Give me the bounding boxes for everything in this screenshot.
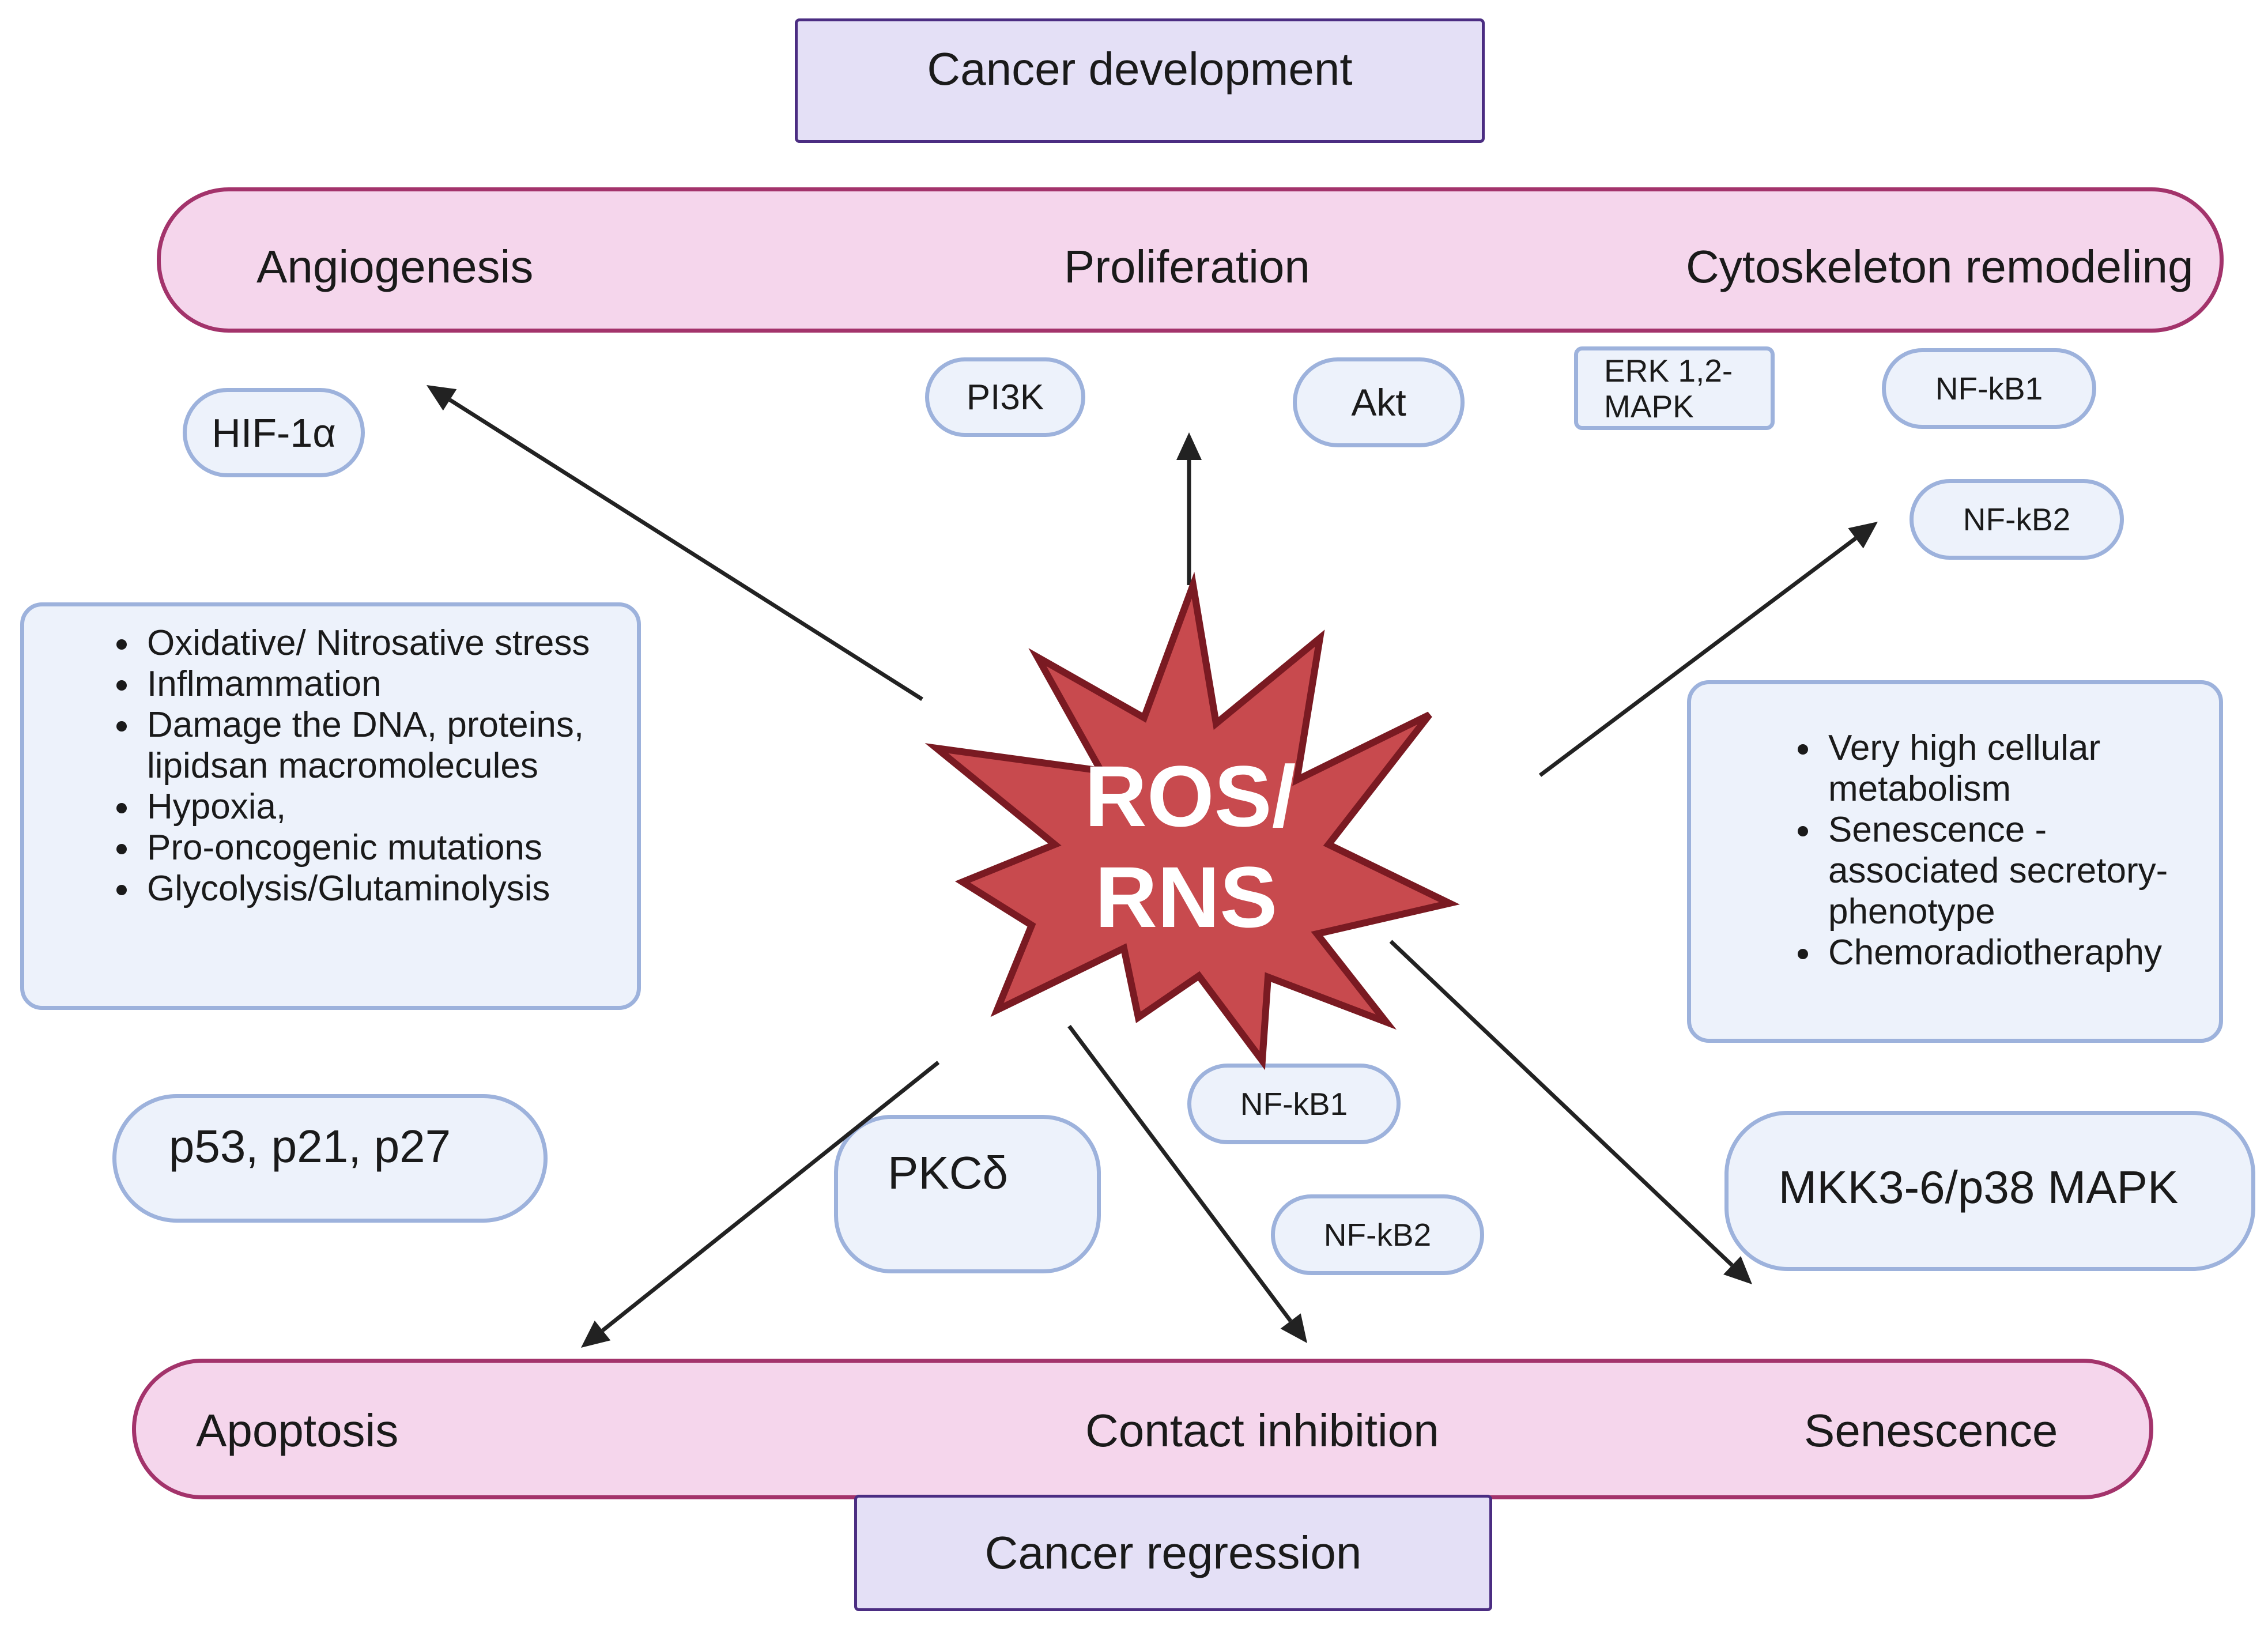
p53-label: p53, p21, p27 (168, 1121, 451, 1172)
angiogenesis-label: Angiogenesis (256, 241, 534, 292)
arrow-to-contact-inhibition-line (1067, 1024, 1292, 1322)
nfkb2-top-label: NF-kB2 (1963, 502, 2071, 537)
ros-label: ROS/ (1085, 748, 1296, 844)
nfkb2-top-pill: NF-kB2 (1910, 479, 2124, 560)
list-item: Senescence - associated secretory-phenot… (1822, 809, 2179, 932)
nfkb1-top-pill: NF-kB1 (1882, 348, 2096, 429)
arrow-to-angiogenesis-head (427, 385, 457, 411)
left-factors-box: Oxidative/ Nitrosative stress Inflmammat… (20, 602, 641, 1010)
list-item: Glycolysis/Glutaminolysis (141, 868, 637, 909)
erk-mapk-box: ERK 1,2- MAPK (1574, 346, 1775, 430)
arrow-to-apoptosis-head (581, 1320, 611, 1348)
apoptosis-label: Apoptosis (196, 1405, 399, 1456)
cancer-regression-label: Cancer regression (984, 1527, 1362, 1578)
cancer-development-box: Cancer development (795, 18, 1485, 143)
pi3k-label: PI3K (966, 377, 1044, 417)
arrow-to-cytoskeleton-head (1848, 522, 1878, 549)
list-item: Damage the DNA, proteins, lipidsan macro… (141, 704, 637, 786)
right-factors-box: Very high cellular metabolism Senescence… (1687, 680, 2223, 1043)
list-item: Chemoradiotheraphy (1822, 932, 2179, 973)
rns-label: RNS (1095, 849, 1278, 945)
mkk-p38-mapk-pill: MKK3-6/p38 MAPK (1724, 1111, 2255, 1271)
hif-label: HIF-1α (212, 410, 336, 455)
nfkb1-bottom-pill: NF-kB1 (1187, 1064, 1401, 1144)
cancer-regression-box: Cancer regression (854, 1495, 1492, 1611)
cytoskeleton-remodeling-label: Cytoskeleton remodeling (1686, 241, 2194, 292)
arrow-to-cytoskeleton-line (1538, 537, 1857, 777)
arrow-to-senescence-line (1389, 940, 1734, 1267)
pi3k-pill: PI3K (925, 357, 1085, 437)
top-outcome-band (157, 187, 2224, 333)
arrow-to-proliferation-head (1176, 432, 1202, 460)
arrows-group (427, 385, 1878, 1348)
pkc-delta-pill: PKCδ (834, 1115, 1101, 1273)
akt-pill: Akt (1293, 357, 1465, 447)
senescence-label: Senescence (1804, 1405, 2058, 1456)
arrow-to-angiogenesis-line (448, 398, 923, 701)
nfkb2-bottom-pill: NF-kB2 (1271, 1194, 1484, 1275)
hif-pill: HIF-1α (183, 388, 365, 477)
contact-inhibition-label: Contact inhibition (1085, 1405, 1439, 1456)
arrow-to-apoptosis-line (601, 1061, 940, 1332)
ros-rns-star (924, 571, 1460, 1070)
nfkb2-bottom-label: NF-kB2 (1323, 1217, 1432, 1253)
nfkb1-top-label: NF-kB1 (1935, 371, 2043, 406)
mkk-label: MKK3-6/p38 MAPK (1778, 1162, 2179, 1213)
erk-label-line2: MAPK (1604, 388, 1694, 424)
list-item: Oxidative/ Nitrosative stress (141, 623, 637, 663)
nfkb1-bottom-label: NF-kB1 (1240, 1086, 1348, 1122)
akt-label: Akt (1351, 381, 1406, 424)
arrow-to-contact-inhibition-head (1280, 1313, 1307, 1343)
p53-p21-p27-pill: p53, p21, p27 (112, 1094, 548, 1223)
list-item: Very high cellular metabolism (1822, 727, 2179, 809)
cancer-development-label: Cancer development (927, 43, 1353, 95)
erk-label-line1: ERK 1,2- (1604, 352, 1733, 389)
left-factors-list: Oxidative/ Nitrosative stress Inflmammat… (23, 623, 637, 909)
proliferation-label: Proliferation (1064, 241, 1310, 292)
list-item: Inflmammation (141, 663, 637, 704)
arrow-to-senescence-head (1723, 1256, 1752, 1284)
list-item: Hypoxia, (141, 786, 637, 827)
pkc-label: PKCδ (888, 1147, 1009, 1198)
right-factors-list: Very high cellular metabolism Senescence… (1691, 727, 2219, 973)
list-item: Pro-oncogenic mutations (141, 827, 637, 868)
